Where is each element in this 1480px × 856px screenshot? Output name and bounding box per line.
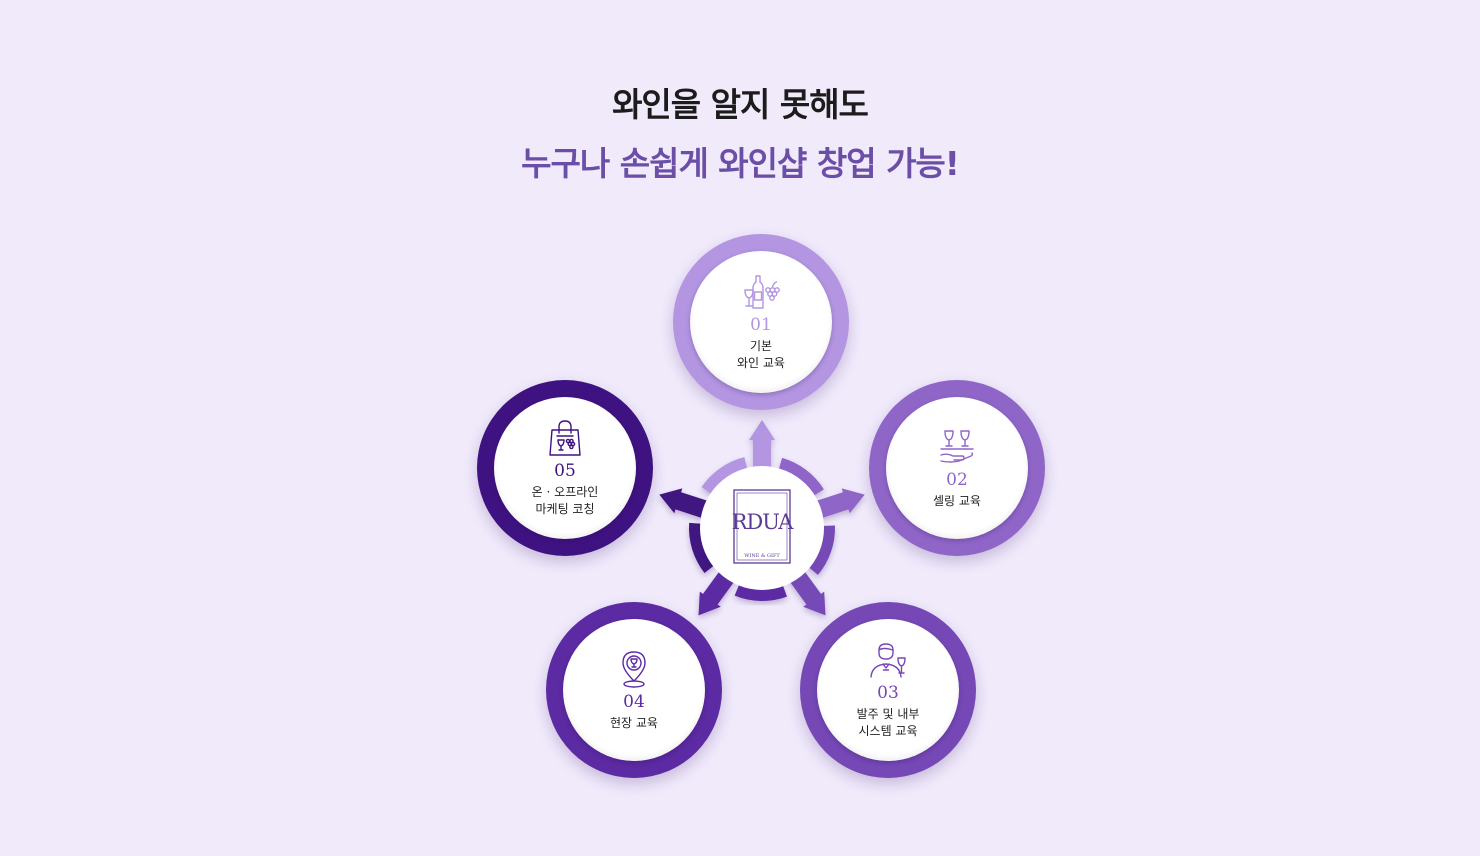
step-01-circle: 01 기본 와인 교육 [673, 234, 849, 410]
step-label: 온 · 오프라인 마케팅 코칭 [531, 485, 599, 516]
step-label: 발주 및 내부 시스템 교육 [856, 707, 920, 738]
step-number: 05 [554, 461, 576, 481]
step-label: 기본 와인 교육 [737, 339, 785, 370]
step-number: 02 [946, 469, 968, 490]
step-label: 현장 교육 [610, 715, 658, 730]
wine-serving-hand-icon [940, 429, 974, 463]
headline-line-1: 와인을 알지 못해도 [612, 85, 869, 124]
wine-bottle-grapes-icon [744, 275, 780, 309]
headline-line-2: 누구나 손쉽게 와인샵 창업 가능! [521, 144, 960, 183]
cycle-arrow-01-head [749, 420, 775, 473]
rdua-logo: RDUA WINE & GIFT [732, 489, 795, 564]
cycle-arrow-02-head [811, 488, 865, 520]
step-label: 셀링 교육 [933, 493, 981, 508]
cycle-arrow-01-body [701, 457, 749, 498]
step-05-circle: 05 온 · 오프라인 마케팅 코칭 [477, 380, 653, 556]
cycle-arrow-02-body [777, 457, 824, 499]
logo-monogram: RDUA [732, 510, 795, 534]
step-number: 04 [623, 691, 645, 712]
logo-tagline: WINE & GIFT [744, 553, 780, 559]
cycle-arrow-05-head [659, 488, 713, 520]
sommelier-icon [870, 643, 906, 678]
wine-location-pin-icon [622, 650, 646, 688]
wine-shopping-bag-icon [549, 420, 581, 456]
step-number: 01 [750, 315, 772, 335]
step-04-circle: 04 현장 교육 [546, 602, 722, 778]
step-02-circle: 02 셀링 교육 [869, 380, 1045, 556]
center-disc [700, 466, 824, 590]
step-03-circle: 03 발주 및 내부 시스템 교육 [800, 602, 976, 778]
step-number: 03 [877, 683, 899, 703]
